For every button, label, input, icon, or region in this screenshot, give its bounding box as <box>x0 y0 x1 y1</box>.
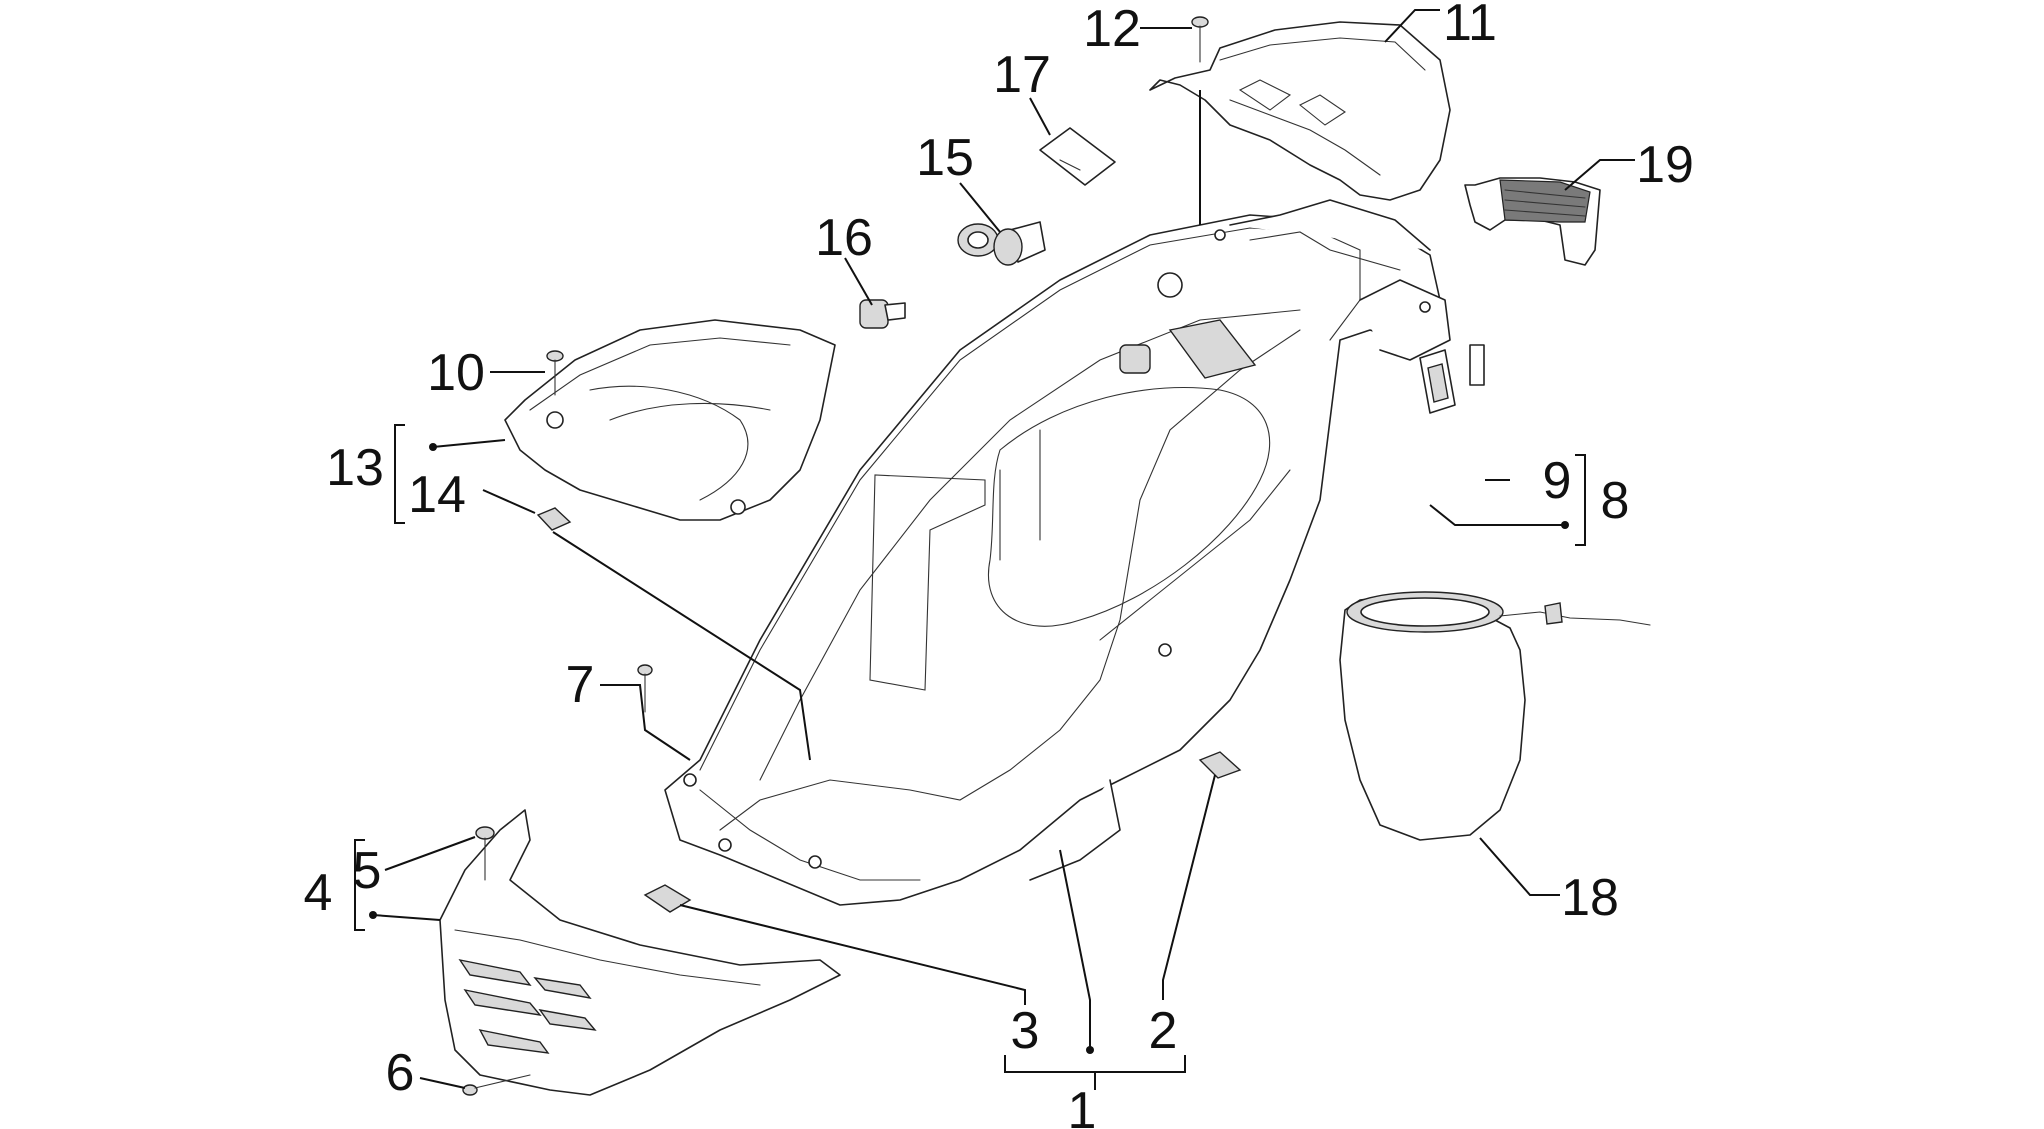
callout-9: 9 <box>1543 452 1572 510</box>
callout-3: 3 <box>1011 1002 1040 1060</box>
small-lid-part-17 <box>1039 127 1116 186</box>
callout-7: 7 <box>566 656 595 714</box>
leader-1 <box>1059 849 1091 1050</box>
clip-part-3 <box>643 884 692 913</box>
clip-part-2 <box>1198 751 1242 779</box>
leader-bracket-1 <box>1004 1055 1186 1090</box>
callout-15: 15 <box>916 129 974 187</box>
plug-part-16 <box>859 299 906 329</box>
leader-11 <box>1384 9 1440 43</box>
leader-bracket-4 <box>354 839 365 931</box>
leader-6 <box>419 1077 466 1089</box>
leader-2 <box>1162 774 1216 1000</box>
rear-top-cover-part-11 <box>1149 21 1451 201</box>
clip-part-14 <box>536 507 572 531</box>
leader-14 <box>482 489 536 514</box>
screw-part-12 <box>1191 16 1209 63</box>
callout-12: 12 <box>1083 0 1141 58</box>
callout-10: 10 <box>427 344 485 402</box>
leader-bracket-8 <box>1575 454 1586 546</box>
leader-8 <box>1429 504 1565 526</box>
screw-part-6 <box>462 1074 531 1096</box>
leader-bracket-13 <box>394 424 405 524</box>
callout-5: 5 <box>353 842 382 900</box>
callout-6: 6 <box>386 1044 415 1102</box>
callout-16: 16 <box>815 209 873 267</box>
callout-17: 17 <box>993 46 1051 104</box>
leader-4 <box>372 914 441 921</box>
power-socket-part-15 <box>957 221 1046 266</box>
callout-13: 13 <box>326 439 384 497</box>
leader-19 <box>1564 159 1635 191</box>
leader-16 <box>844 257 873 306</box>
screw-part-5 <box>475 826 495 881</box>
callout-8: 8 <box>1601 472 1630 530</box>
leader-7 <box>600 684 691 761</box>
helmet-compartment-part-1 <box>664 199 1451 906</box>
leader-15 <box>959 182 1001 233</box>
callout-19: 19 <box>1636 136 1694 194</box>
storage-bag-part-18 <box>1339 591 1651 841</box>
callout-18: 18 <box>1561 869 1619 927</box>
grab-handle-part-19 <box>1464 177 1601 266</box>
rear-cover-part-13 <box>504 319 836 521</box>
screw-part-10 <box>546 350 564 396</box>
leader-17 <box>1029 97 1051 136</box>
screw-part-7 <box>637 664 653 713</box>
fuse-holder-part-8 <box>1419 344 1485 414</box>
leader-lines <box>354 9 1635 1090</box>
lower-cover-part-4 <box>439 809 841 1096</box>
leader-14-down <box>552 531 811 761</box>
callout-1: 1 <box>1068 1082 1097 1129</box>
callout-2: 2 <box>1149 1002 1178 1060</box>
callout-14: 14 <box>408 466 466 524</box>
callout-11: 11 <box>1443 0 1497 52</box>
leader-18 <box>1479 837 1560 896</box>
leader-13 <box>432 439 506 448</box>
callout-4: 4 <box>304 864 333 922</box>
leader-5 <box>384 836 476 871</box>
leader-3 <box>679 904 1026 1005</box>
callout-labels: 1 2 3 4 5 6 7 8 9 10 11 12 13 14 15 16 1… <box>304 0 1694 1129</box>
